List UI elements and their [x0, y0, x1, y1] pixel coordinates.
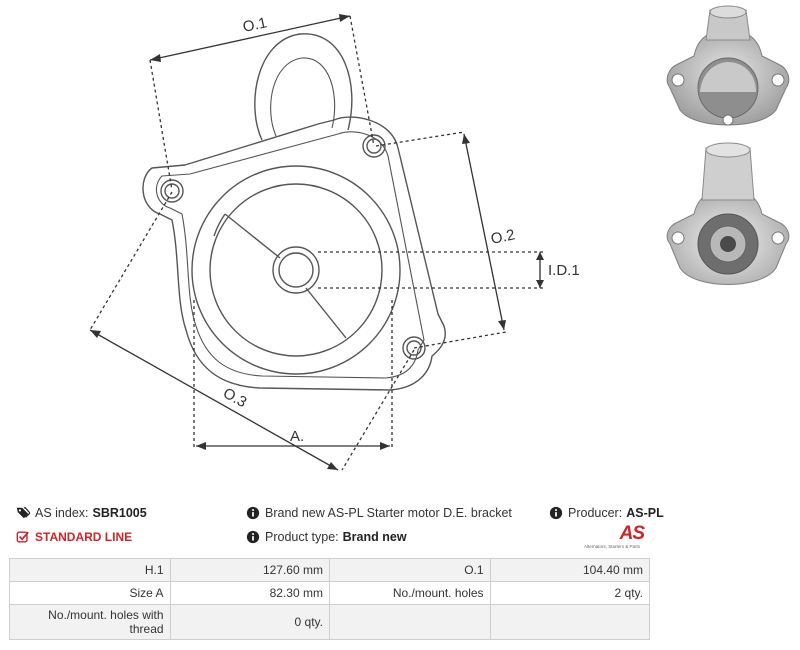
spec-value: 2 qty. — [489, 581, 651, 605]
spec-value: 104.40 mm — [489, 558, 651, 582]
main-bore-inner — [209, 183, 383, 357]
table-row: Size A 82.30 mm No./mount. holes 2 qty. — [9, 581, 651, 605]
spec-value: 127.60 mm — [169, 558, 330, 582]
producer: Producer: AS-PL — [549, 506, 664, 520]
mount-hole-top — [362, 134, 386, 158]
spec-label: Size A — [9, 581, 171, 605]
as-index: AS index: SBR1005 — [16, 506, 147, 520]
label-id1: I.D.1 — [548, 262, 580, 279]
spec-value — [489, 604, 651, 640]
as-pl-logo: AS Alternators, Starters & Parts — [584, 523, 650, 551]
spec-label: H.1 — [9, 558, 171, 582]
main-bore-outer — [191, 165, 401, 375]
table-row: H.1 127.60 mm O.1 104.40 mm — [9, 558, 651, 582]
product-type-value: Brand new — [342, 530, 407, 544]
flange-inner-outline — [155, 131, 425, 379]
description: Brand new AS-PL Starter motor D.E. brack… — [246, 506, 512, 520]
spec-value: 0 qty. — [169, 604, 330, 640]
label-o3: O.3 — [220, 385, 249, 412]
producer-label: Producer: — [568, 506, 623, 520]
checkbox-checked-icon — [16, 531, 29, 543]
mount-hole-bottom — [402, 336, 426, 360]
product-photo-top — [666, 5, 790, 126]
product-type-label: Product type: — [265, 530, 339, 544]
as-index-value: SBR1005 — [92, 506, 147, 520]
product-type: Product type: Brand new — [246, 530, 407, 544]
mount-hole-left — [160, 179, 184, 203]
shaft-hole — [272, 246, 320, 294]
label-o1: O.1 — [241, 14, 268, 36]
info-icon — [549, 506, 563, 520]
spec-label: No./mount. holes — [328, 581, 491, 605]
spec-label — [328, 604, 491, 640]
spec-value: 82.30 mm — [169, 581, 330, 605]
as-index-label: AS index: — [35, 506, 89, 520]
product-info: AS index: SBR1005 STANDARD LINE Brand ne… — [0, 500, 800, 560]
label-o2: O.2 — [489, 226, 516, 248]
standard-line: STANDARD LINE — [16, 530, 132, 544]
logo-text: AS — [619, 523, 645, 544]
description-text: Brand new AS-PL Starter motor D.E. brack… — [265, 506, 512, 520]
specifications-table: H.1 127.60 mm O.1 104.40 mm Size A 82.30… — [9, 558, 651, 640]
top-loop — [254, 33, 353, 141]
spec-label: No./mount. holes with thread — [9, 604, 171, 640]
info-icon — [246, 506, 260, 520]
technical-drawing: O.1 O.2 O.3 I.D.1 A. — [89, 14, 580, 471]
product-photo-bottom — [666, 142, 790, 285]
producer-value: AS-PL — [626, 506, 664, 520]
info-icon — [246, 530, 260, 544]
logo-tagline: Alternators, Starters & Parts — [584, 544, 641, 549]
spec-label: O.1 — [328, 558, 491, 582]
flange-outline — [142, 116, 446, 391]
tags-icon — [16, 507, 30, 519]
table-row: No./mount. holes with thread 0 qty. — [9, 604, 651, 640]
standard-line-text: STANDARD LINE — [35, 530, 133, 544]
label-a: A. — [290, 428, 304, 445]
